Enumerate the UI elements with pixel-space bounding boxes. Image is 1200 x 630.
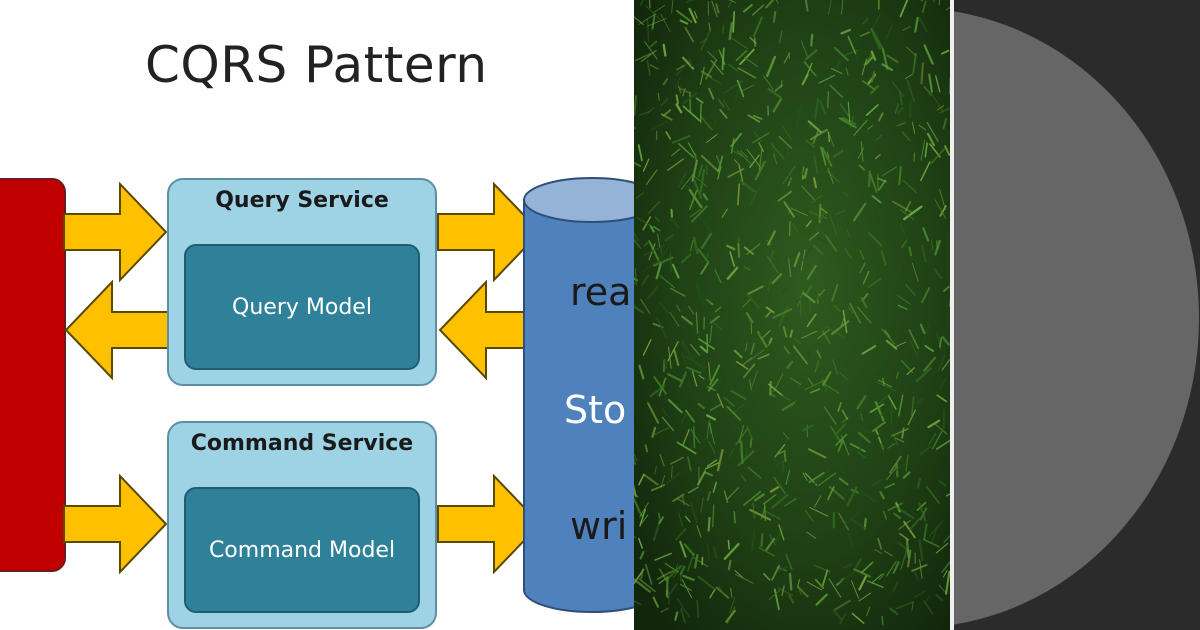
store-write-label: wri bbox=[570, 504, 628, 548]
command-service-title: Command Service bbox=[190, 431, 414, 456]
query-service-box: Query Service Query Model bbox=[167, 178, 437, 386]
arrow-query-to-store bbox=[437, 182, 542, 282]
grass-texture bbox=[634, 0, 950, 630]
grass-photo bbox=[634, 0, 950, 630]
arrow-command-to-store bbox=[437, 474, 542, 574]
query-service-title: Query Service bbox=[215, 188, 389, 213]
arrow-query-to-client bbox=[64, 280, 169, 380]
cqrs-diagram-panel: CQRS Pattern Query Service Query Model C… bbox=[0, 36, 634, 629]
arrow-client-to-query bbox=[63, 182, 168, 282]
dark-graphic-panel bbox=[954, 0, 1200, 630]
query-model-label: Query Model bbox=[232, 294, 372, 320]
command-model-box: Command Model bbox=[184, 487, 420, 613]
store-name-label: Sto bbox=[564, 388, 627, 432]
arrow-client-to-command bbox=[63, 474, 168, 574]
client-box bbox=[0, 178, 66, 572]
data-store-cylinder bbox=[523, 177, 634, 613]
query-model-box: Query Model bbox=[184, 244, 420, 370]
store-read-label: rea bbox=[570, 270, 632, 314]
diagram-title: CQRS Pattern bbox=[145, 36, 488, 94]
gray-circle bbox=[954, 8, 1199, 628]
panel-divider bbox=[950, 0, 954, 630]
command-model-label: Command Model bbox=[208, 537, 396, 563]
command-service-box: Command Service Command Model bbox=[167, 421, 437, 629]
